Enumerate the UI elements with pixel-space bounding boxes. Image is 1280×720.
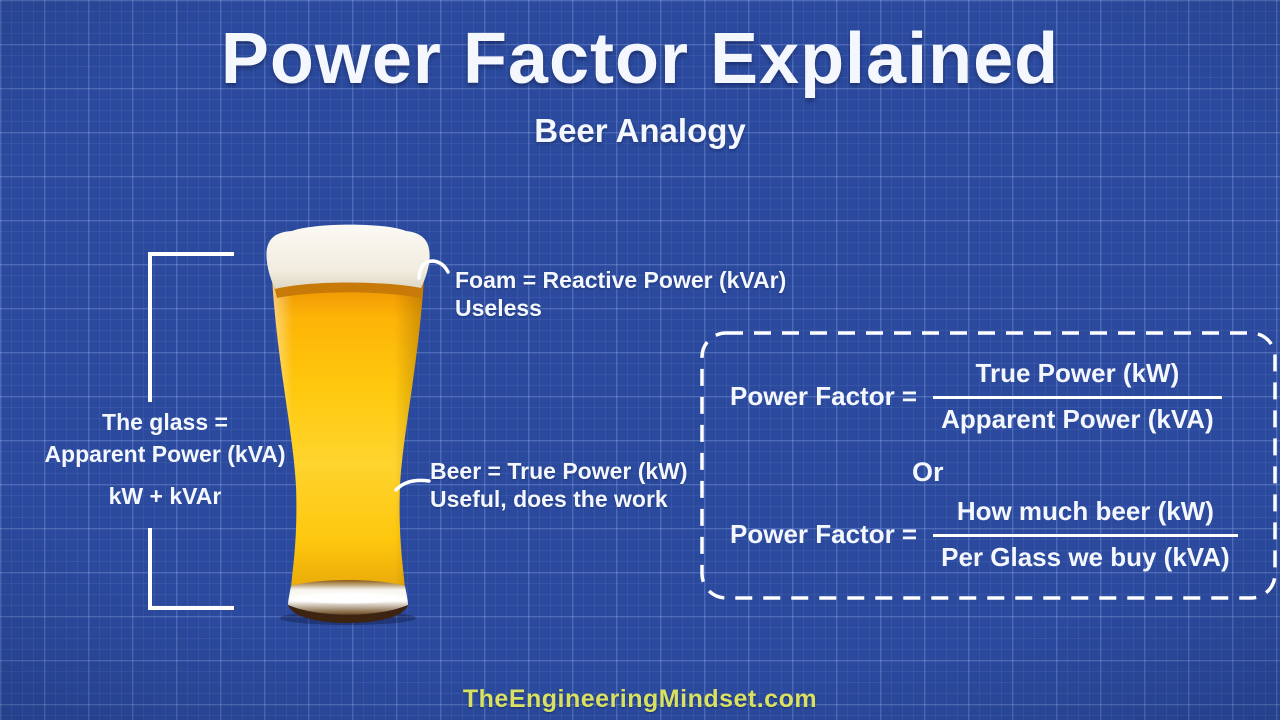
- formula2-fraction: How much beer (kW) Per Glass we buy (kVA…: [933, 496, 1238, 573]
- formula1-numerator: True Power (kW): [975, 358, 1180, 388]
- foam-label-line2: Useless: [455, 295, 542, 321]
- formula2-numerator: How much beer (kW): [956, 496, 1214, 526]
- foam-label-line1: Foam = Reactive Power (kVAr): [455, 267, 787, 293]
- beer-label-line1: Beer = True Power (kW): [430, 458, 688, 484]
- page-title: Power Factor Explained: [220, 19, 1060, 99]
- foam-shape: [266, 224, 430, 289]
- glass-annotation-line2: Apparent Power (kVA): [44, 441, 286, 467]
- formula-box-dashed-border: [700, 331, 1277, 600]
- page-subtitle: Beer Analogy: [534, 112, 746, 149]
- or-text: Or: [912, 457, 944, 487]
- watermark: TheEngineeringMindset.com: [462, 685, 818, 713]
- beer-label: Beer = True Power (kW) Useful, does the …: [430, 457, 688, 513]
- glass-base-highlight: [296, 592, 400, 604]
- formula1-fraction: True Power (kW) Apparent Power (kVA): [933, 358, 1222, 435]
- beer-glass-illustration: [266, 224, 430, 625]
- glass-bracket-top: [148, 252, 234, 402]
- glass-bracket-bottom: [148, 528, 234, 610]
- foam-label: Foam = Reactive Power (kVAr) Useless: [455, 266, 786, 322]
- glass-annotation-line1: The glass =: [102, 409, 228, 435]
- beer-shading: [271, 258, 425, 590]
- formula2-denominator: Per Glass we buy (kVA): [933, 533, 1238, 573]
- glass-bottom-rim: [288, 605, 408, 623]
- formula2-lhs: Power Factor =: [730, 519, 918, 550]
- foam-beer-interface: [274, 279, 422, 298]
- beer-label-line2: Useful, does the work: [430, 486, 668, 512]
- glass-annotation: The glass = Apparent Power (kVA) kW + kV…: [12, 406, 318, 512]
- formula-true-over-apparent: Power Factor = True Power (kW) Apparent …: [730, 358, 1222, 435]
- formula1-denominator: Apparent Power (kVA): [933, 395, 1222, 435]
- formula1-lhs: Power Factor =: [730, 381, 918, 412]
- formula-box: Power Factor = True Power (kW) Apparent …: [700, 331, 1277, 600]
- formula-beer-over-glass: Power Factor = How much beer (kW) Per Gl…: [730, 496, 1238, 573]
- glass-annotation-line3: kW + kVAr: [108, 483, 222, 509]
